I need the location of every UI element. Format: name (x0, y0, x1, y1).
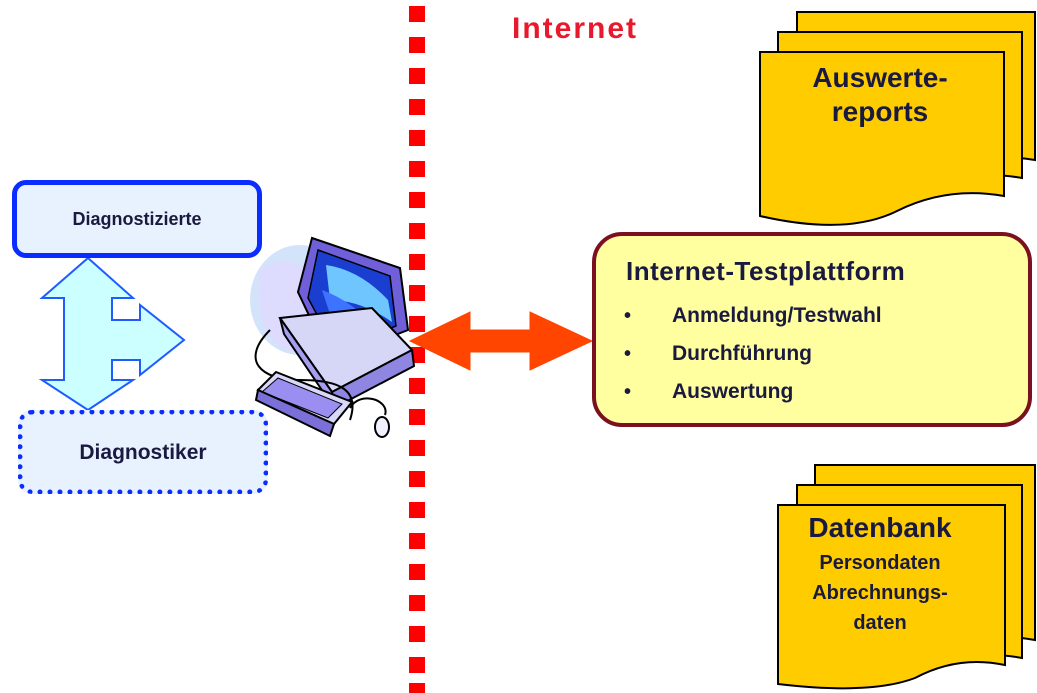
diagnostiker-box: Diagnostiker (18, 410, 268, 494)
list-item: • Anmeldung/Testwahl (596, 300, 882, 338)
list-item: • Auswertung (596, 376, 882, 414)
reports-label-line1: Auswerte- (812, 62, 948, 93)
database-line2: Abrechnungs- (812, 582, 948, 604)
internet-divider (409, 6, 425, 693)
bullet-icon: • (624, 381, 632, 403)
bidirectional-arrow-icon (408, 311, 594, 371)
bullet-icon: • (624, 305, 632, 327)
testplattform-title: Internet-Testplattform (626, 256, 906, 286)
reports-document-stack-icon (759, 11, 1036, 226)
list-item-label: Durchführung (672, 342, 812, 365)
reports-label-line2: reports (831, 96, 929, 127)
diagnostizierte-box: Diagnostizierte (12, 180, 262, 258)
database-line1: Persondaten (819, 552, 941, 574)
internet-label: Internet (511, 12, 638, 45)
diagnostizierte-label: Diagnostizierte (72, 209, 202, 229)
database-line3: daten (853, 612, 907, 634)
list-item-label: Auswertung (672, 380, 794, 403)
database-title: Datenbank (808, 512, 952, 543)
split-arrow-icon (38, 256, 186, 412)
database-document-stack-icon (777, 464, 1036, 690)
testplattform-box: Internet-Testplattform • Anmeldung/Testwa… (592, 232, 1032, 427)
list-item: • Durchführung (596, 338, 882, 376)
list-item-label: Anmeldung/Testwahl (672, 304, 882, 327)
computer-icon (250, 236, 416, 438)
bullet-icon: • (624, 343, 632, 365)
diagnostiker-label: Diagnostiker (79, 441, 207, 464)
testplattform-list: • Anmeldung/Testwahl • Durchführung • Auswe… (596, 300, 882, 414)
